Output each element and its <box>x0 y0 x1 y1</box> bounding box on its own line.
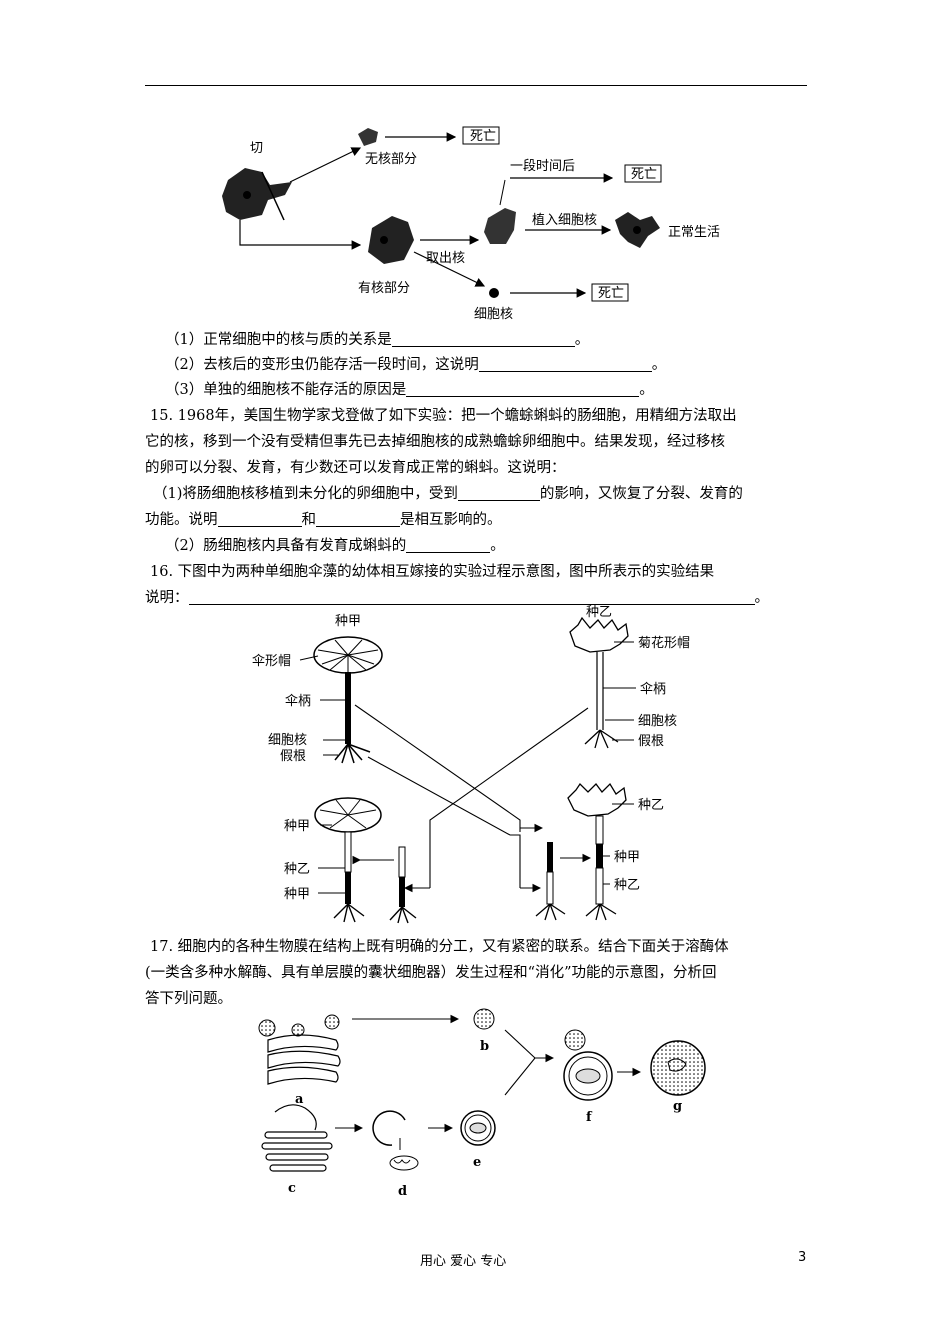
label-g: g <box>673 1099 682 1114</box>
label-bl-species-a: 种甲 <box>284 819 310 834</box>
label-br-species-a: 种甲 <box>614 850 640 865</box>
no-nucleus-part <box>358 128 378 146</box>
q14-line-2: （2）去核后的变形虫仍能存活一段时间，这说明。 <box>165 356 667 373</box>
q15-line-3: 的卵可以分裂、发育，有少数还可以发育成正常的蝌蚪。这说明： <box>145 460 566 476</box>
footer-motto: 用心 爱心 专心 <box>420 1254 507 1269</box>
golgi-a <box>267 1034 341 1085</box>
enucleated-amoeba <box>484 208 516 244</box>
page-number: 3 <box>798 1250 807 1265</box>
label-death-1: 死亡 <box>470 129 496 144</box>
q16-line-1: 16. 下图中为两种单细胞伞藻的幼体相互嫁接的实验过程示意图，图中所表示的实验结… <box>150 564 715 580</box>
answer-blank[interactable] <box>478 356 652 372</box>
answer-blank[interactable] <box>406 381 640 397</box>
answer-blank[interactable] <box>406 537 491 553</box>
label-no-nucleus: 无核部分 <box>365 152 417 167</box>
header-rule <box>145 85 807 86</box>
label-d: d <box>398 1184 407 1199</box>
label-after-time: 一段时间后 <box>510 159 575 174</box>
label-nucleus-left: 细胞核 <box>268 733 307 748</box>
label-species-a-top: 种甲 <box>335 614 361 629</box>
answer-blank[interactable] <box>457 485 540 501</box>
label-implant: 植入细胞核 <box>532 213 597 228</box>
q14-line-1: （1）正常细胞中的核与质的关系是。 <box>165 331 590 348</box>
label-b: b <box>480 1039 489 1054</box>
answer-blank[interactable] <box>188 589 755 605</box>
label-chrysanthemum-cap: 菊花形帽 <box>638 635 690 651</box>
label-c: c <box>288 1181 296 1196</box>
vesicle-b <box>473 1008 495 1030</box>
q15-line-1: 15. 1968年，美国生物学家戈登做了如下实验：把一个蟾蜍蝌蚪的肠细胞，用精细… <box>150 408 737 424</box>
label-br-species-b-2: 种乙 <box>614 878 640 893</box>
label-normal-life: 正常生活 <box>668 225 720 240</box>
label-rhizoid-right: 假根 <box>638 734 664 749</box>
q16-line-2: 说明：。 <box>145 589 769 606</box>
vesicle-d <box>372 1110 406 1146</box>
label-f: f <box>586 1110 593 1125</box>
label-rhizoid-left: 假根 <box>280 749 306 764</box>
label-umbrella-cap: 伞形帽 <box>252 653 291 669</box>
q15-line-4: （1)将肠细胞核移植到未分化的卵细胞中，受到的影响，又恢复了分裂、发育的 <box>153 485 743 502</box>
chrysanthemum-cap <box>569 616 629 653</box>
label-take-out: 取出核 <box>426 251 465 266</box>
q15-line-6: （2）肠细胞核内具备有发育成蝌蚪的。 <box>165 537 505 554</box>
answer-blank[interactable] <box>217 511 302 527</box>
amoeba-whole <box>222 168 292 220</box>
label-nucleus: 细胞核 <box>474 307 513 322</box>
label-e: e <box>473 1155 481 1170</box>
q14-line-3: （3）单独的细胞核不能存活的原因是。 <box>165 381 654 398</box>
digested-g <box>650 1040 706 1096</box>
label-bl-species-a-2: 种甲 <box>284 887 310 902</box>
er-c <box>261 1104 333 1172</box>
label-cut: 切 <box>250 141 263 156</box>
nucleated-part <box>368 216 414 264</box>
label-species-b-top: 种乙 <box>586 605 612 620</box>
q17-line-2: (一类含多种水解酶、具有单层膜的囊状细胞器）发生过程和“消化”功能的示意图，分析… <box>145 965 717 981</box>
nucleus-dot <box>489 288 499 298</box>
label-a: a <box>295 1092 304 1107</box>
label-bl-species-b: 种乙 <box>284 862 310 877</box>
answer-blank[interactable] <box>391 331 575 347</box>
label-with-nucleus: 有核部分 <box>358 281 410 296</box>
label-nucleus-right: 细胞核 <box>638 714 677 729</box>
answer-blank[interactable] <box>316 511 400 527</box>
label-death-3: 死亡 <box>598 286 624 301</box>
label-br-species-b: 种乙 <box>638 798 664 813</box>
label-stalk-left: 伞柄 <box>285 693 311 709</box>
q15-line-2: 它的核，移到一个没有受精但事先已去掉细胞核的成熟蟾蜍卵细胞中。结果发现，经过移核 <box>145 434 725 450</box>
label-stalk-right: 伞柄 <box>640 681 666 697</box>
q15-line-5: 功能。说明和是相互影响的。 <box>145 511 502 528</box>
label-death-2: 死亡 <box>631 167 657 182</box>
q17-line-1: 17. 细胞内的各种生物膜在结构上既有明确的分工，又有紧密的联系。结合下面关于溶… <box>150 939 729 955</box>
q17-line-3: 答下列问题。 <box>145 991 232 1007</box>
